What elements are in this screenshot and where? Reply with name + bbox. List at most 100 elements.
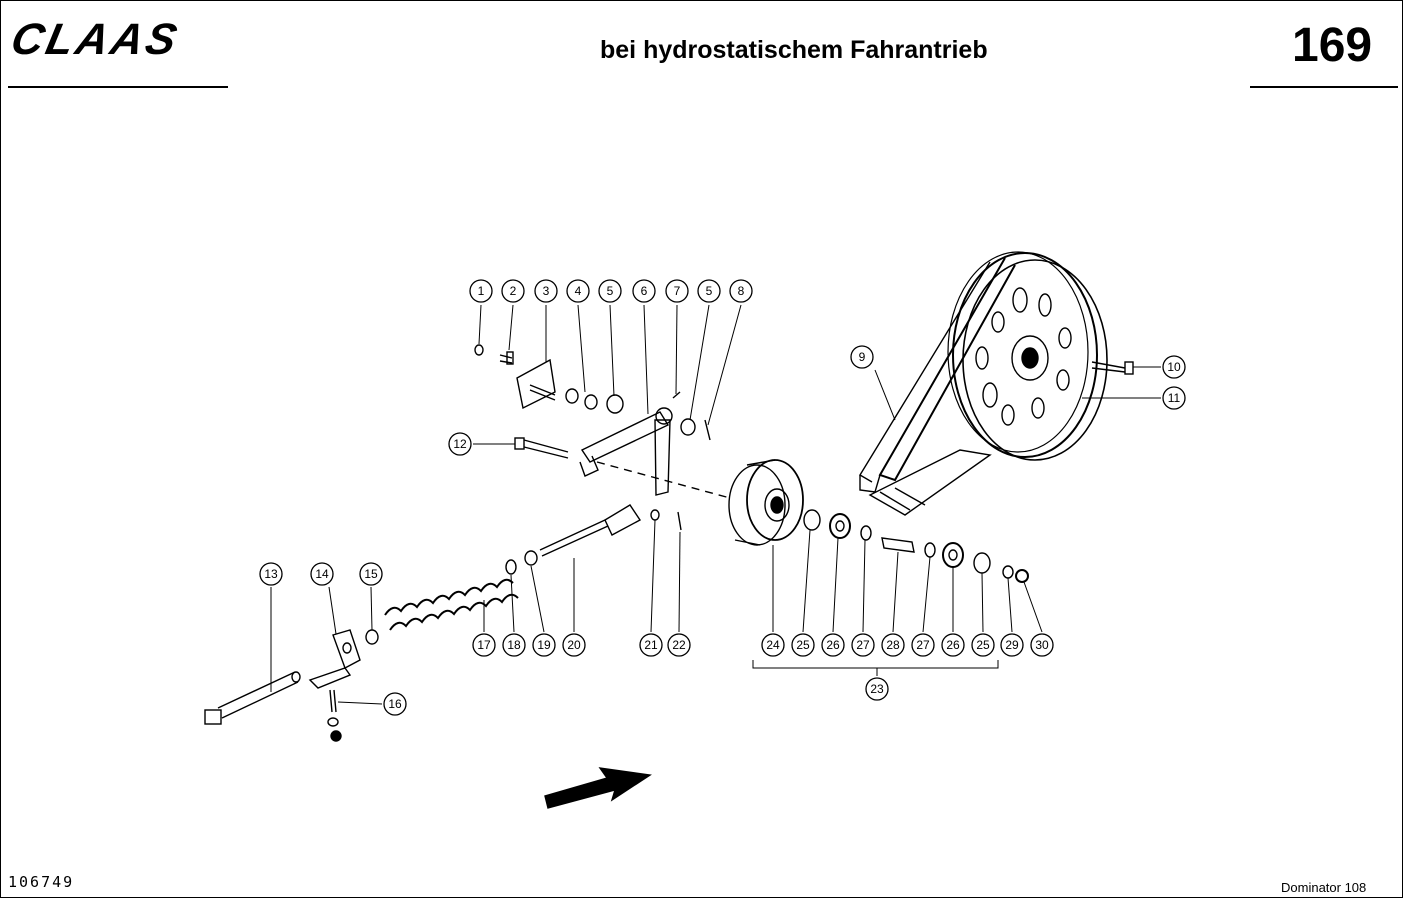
callout-number: 24 [766,638,780,652]
header-rule-left [8,86,228,88]
travel-direction-arrow [544,767,652,809]
callout-29: 29 [1000,633,1024,657]
callout-circle [1030,633,1054,657]
callout-number: 28 [886,638,900,652]
callout-circle [941,633,965,657]
callout-number: 1 [478,284,485,298]
callout-circle [259,562,283,586]
callout-circle [532,633,556,657]
callout-30: 30 [1030,633,1054,657]
callout-circle [911,633,935,657]
callout-1: 1 [469,279,493,303]
angle-bracket-drawing [308,629,361,742]
callout-6: 6 [632,279,656,303]
callout-number: 10 [1167,360,1181,374]
callout-number: 8 [738,284,745,298]
callout-21: 21 [639,633,663,657]
callout-number: 4 [575,284,582,298]
callout-12: 12 [448,432,472,456]
callout-number: 23 [870,682,884,696]
tension-roller-drawing [728,459,804,546]
page-title: bei hydrostatischem Fahrantrieb [600,36,988,64]
callout-16: 16 [383,692,407,716]
callout-circle [448,432,472,456]
callout-number: 5 [706,284,713,298]
callout-number: 17 [477,638,491,652]
callout-25: 25 [971,633,995,657]
callout-circle [697,279,721,303]
header-rule-right [1250,86,1398,88]
callout-circle [310,562,334,586]
callout-number: 3 [543,284,550,298]
callout-17: 17 [472,633,496,657]
spring-rod-drawing [365,504,682,645]
callout-circle [566,279,590,303]
callout-4: 4 [566,279,590,303]
callout-14: 14 [310,562,334,586]
callout-circle [639,633,663,657]
leader-lines [270,304,1161,705]
callout-circle [534,279,558,303]
callout-26: 26 [941,633,965,657]
callout-8: 8 [729,279,753,303]
callout-number: 14 [315,567,329,581]
callout-circle [501,279,525,303]
callout-13: 13 [259,562,283,586]
callout-26: 26 [821,633,845,657]
bolt-10-drawing [1091,361,1134,375]
callout-5: 5 [697,279,721,303]
callout-number: 6 [641,284,648,298]
callout-circle [729,279,753,303]
callout-5: 5 [598,279,622,303]
callout-2: 2 [501,279,525,303]
callout-number: 20 [567,638,581,652]
callout-circle [791,633,815,657]
shaft-13-drawing [204,671,301,725]
callout-circle [1000,633,1024,657]
callout-20: 20 [562,633,586,657]
callout-circle [469,279,493,303]
bolt-12-drawing [514,437,569,459]
callout-number: 16 [388,697,402,711]
callout-number: 21 [644,638,658,652]
callout-28: 28 [881,633,905,657]
callout-circle [598,279,622,303]
callout-9: 9 [850,345,874,369]
callout-number: 13 [264,567,278,581]
part-drawings [204,251,1161,809]
callout-circle [850,345,874,369]
callout-number: 11 [1168,391,1181,405]
callout-number: 19 [537,638,551,652]
lever-arm-drawing [579,407,731,499]
callout-number: 25 [796,638,810,652]
callout-circle [761,633,785,657]
callout-19: 19 [532,633,556,657]
document-number: 106749 [8,873,75,891]
callout-circle [1162,355,1186,379]
callout-23: 23 [865,677,889,701]
callout-10: 10 [1162,355,1186,379]
page-number: 169 [1292,19,1373,72]
callout-circle [383,692,407,716]
callout-circle [359,562,383,586]
callout-25: 25 [791,633,815,657]
callout-22: 22 [667,633,691,657]
callout-circle [821,633,845,657]
callout-number: 18 [507,638,521,652]
callout-11: 11 [1162,386,1186,410]
callout-number: 5 [607,284,614,298]
callout-number: 2 [510,284,517,298]
callout-number: 26 [826,638,840,652]
callout-number: 9 [859,350,866,364]
callout-number: 7 [674,284,681,298]
belt-pulley-drawing [947,251,1108,461]
model-name: Dominator 108 [1281,880,1367,895]
callout-circle [632,279,656,303]
callout-3: 3 [534,279,558,303]
callout-number: 30 [1035,638,1049,652]
callout-number: 27 [856,638,870,652]
callout-circle [667,633,691,657]
callout-15: 15 [359,562,383,586]
